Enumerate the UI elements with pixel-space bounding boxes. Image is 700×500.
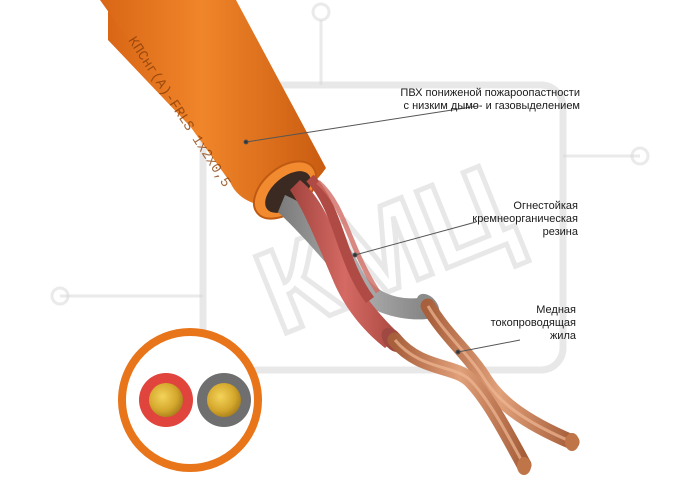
leader-lines [243,105,521,355]
copper-wire-2-end [517,457,531,475]
callout-pvc: ПВХ пониженой пожароопастности с низким … [380,87,580,113]
watermark-dot-left [50,286,70,306]
callout-copper: Медная токопроводящая жила [380,304,576,343]
callout-copper-line-3: жила [549,330,576,342]
cable-cross-section [118,328,262,472]
callout-copper-line-2: токопроводящая [490,317,576,329]
copper-wire-1-end [565,433,579,451]
leader-pvc [245,105,479,143]
callout-pvc-line-2: с низким дымо- и газовыделением [403,100,580,112]
watermark-dot-top [311,2,331,22]
leader-copper [457,339,521,353]
watermark-frame [199,81,567,374]
cross-section-red-copper [149,383,183,417]
watermark [50,2,650,374]
cross-section-gray-copper [207,383,241,417]
leader-rubber [354,221,477,256]
callout-rubber: Огнестойкая кремнеорганическая резина [380,200,578,239]
copper-conductors [387,298,580,475]
cable-sheath [100,0,326,220]
callout-rubber-line-3: резина [542,226,578,238]
callout-copper-line-1: Медная [536,304,576,316]
callout-rubber-line-1: Огнестойкая [513,200,578,212]
callout-rubber-line-2: кремнеорганическая [472,213,578,225]
callout-pvc-line-1: ПВХ пониженой пожароопастности [400,87,580,99]
watermark-dot-right [630,146,650,166]
